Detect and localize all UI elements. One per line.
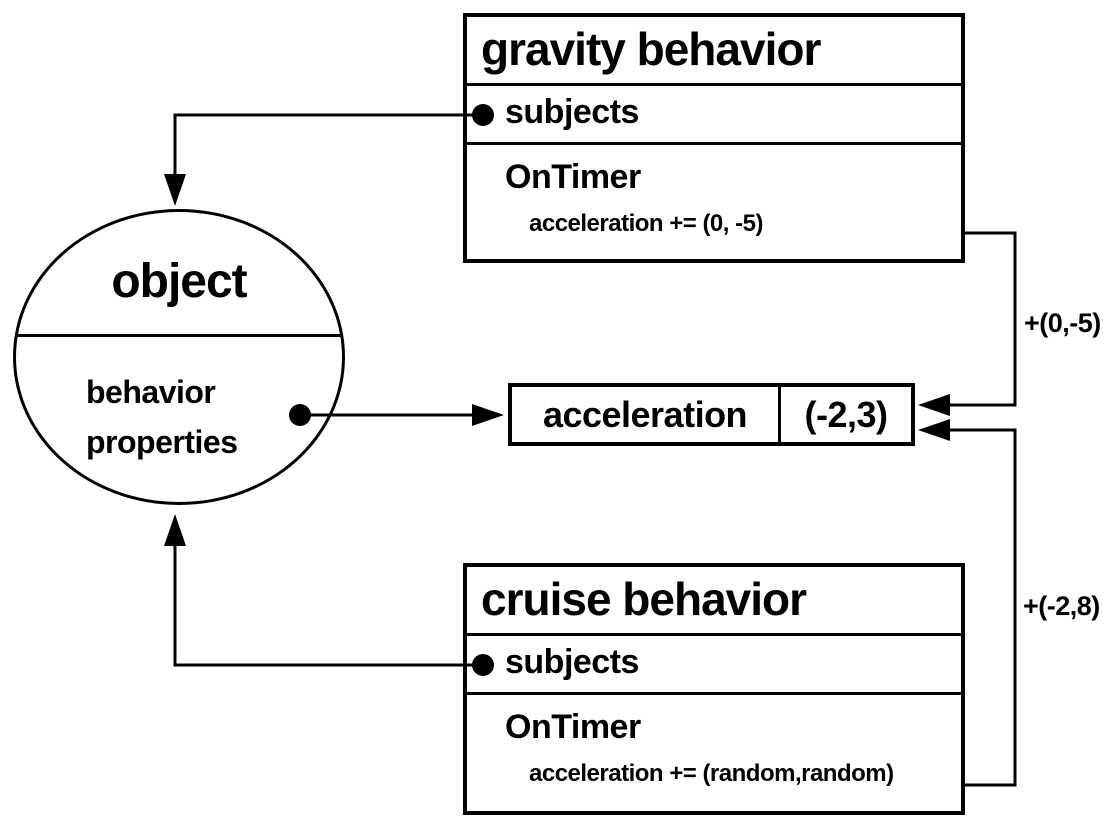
gravity-behavior-title: gravity behavior <box>467 17 961 86</box>
gravity-handler-row: OnTimer acceleration += (0, -5) <box>467 145 961 259</box>
cruise-contribution-label: +(-2,8) <box>1023 591 1100 621</box>
object-divider-line <box>16 334 342 337</box>
arrowhead-left-icon <box>918 419 950 441</box>
acceleration-property-name: acceleration <box>512 387 781 442</box>
object-title: object <box>111 255 247 308</box>
arrowhead-down-icon <box>164 174 186 206</box>
arrowhead-up-icon <box>164 514 186 546</box>
object-node: object behavior properties <box>13 209 345 505</box>
gravity-handler-name: OnTimer <box>505 158 641 196</box>
cruise-behavior-title: cruise behavior <box>467 567 961 636</box>
cruise-subjects-row: subjects <box>467 636 961 695</box>
edge-gravity-subjects-to-object <box>164 104 494 206</box>
gravity-handler-statement: acceleration += (0, -5) <box>529 210 763 237</box>
arrowhead-left-icon <box>918 394 950 416</box>
edge-line <box>173 113 483 176</box>
edge-cruise-subjects-to-object <box>164 514 494 676</box>
arrowhead-right-icon <box>472 404 504 426</box>
edge-line <box>173 544 483 667</box>
acceleration-property-node: acceleration (-2,3) <box>508 383 915 446</box>
gravity-subjects-row: subjects <box>467 86 961 145</box>
gravity-behavior-node: gravity behavior subjects OnTimer accele… <box>463 13 965 263</box>
cruise-handler-statement: acceleration += (random,random) <box>529 760 894 787</box>
cruise-handler-row: OnTimer acceleration += (random,random) <box>467 695 961 811</box>
gravity-contribution-label: +(0,-5) <box>1024 308 1101 338</box>
cruise-subjects-label: subjects <box>505 643 639 681</box>
acceleration-property-value: (-2,3) <box>804 393 888 435</box>
object-behavior-properties-label: behavior properties <box>86 374 238 460</box>
gravity-subjects-label: subjects <box>505 93 639 131</box>
cruise-behavior-node: cruise behavior subjects OnTimer acceler… <box>463 563 965 815</box>
cruise-handler-name: OnTimer <box>505 708 641 746</box>
